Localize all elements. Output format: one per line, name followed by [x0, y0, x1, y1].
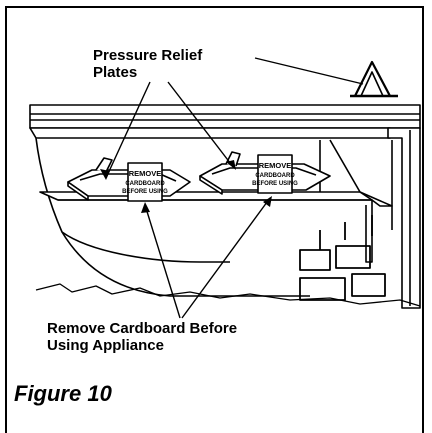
tag-left: [127, 162, 163, 202]
remove-leaders: [144, 197, 271, 319]
tag-right-line2: CARDBOARD: [255, 173, 295, 179]
remove-cardboard-label: Remove Cardboard Before Using Appliance: [47, 320, 238, 354]
hinge-bracket: [354, 60, 391, 97]
figure-caption: Figure 10: [14, 381, 112, 406]
pressure-leaders: [105, 57, 364, 179]
tag-left-line2: CARDBOARD: [125, 181, 165, 187]
tag-right-line1: REMOVE: [259, 161, 292, 170]
door-frame: [387, 127, 421, 309]
tag-left-line1: REMOVE: [129, 169, 162, 178]
pressure-relief-label: Pressure Relief Plates: [93, 47, 203, 81]
figure-frame: [5, 6, 424, 433]
tag-right: [257, 154, 293, 194]
top-beam: [29, 104, 421, 129]
tag-right-line3: BEFORE USING: [252, 181, 298, 187]
tag-left-line3: BEFORE USING: [122, 189, 168, 195]
brick-pattern: [299, 215, 386, 301]
